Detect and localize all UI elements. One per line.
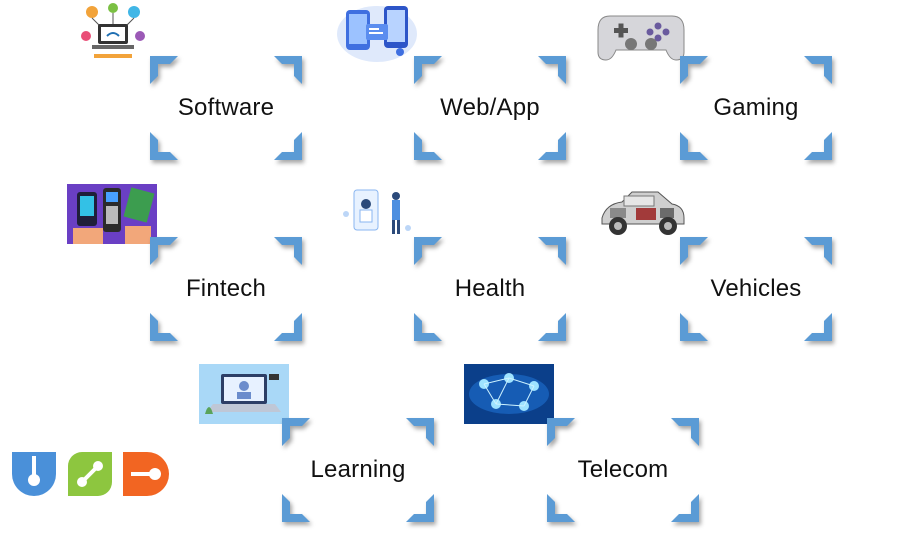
logo-blue-shield-icon (10, 450, 58, 498)
bracket-corner-icon (680, 311, 710, 341)
bracket-corner-icon (150, 130, 180, 160)
bracket-corner-icon (282, 492, 312, 522)
car-cutaway-icon (596, 184, 688, 240)
bracket-corner-icon (414, 130, 444, 160)
category-tile-learning: Learning (282, 418, 434, 522)
bracket-corner-icon (547, 492, 577, 522)
tile-label: Telecom (577, 456, 669, 483)
bracket-corner-icon (272, 311, 302, 341)
tile-label: Health (454, 275, 526, 302)
logo-orange-shape-icon (121, 450, 171, 498)
bracket-corner-icon (669, 418, 699, 448)
bracket-corner-icon (272, 237, 302, 267)
bracket-corner-icon (404, 492, 434, 522)
bracket-corner-icon (680, 130, 710, 160)
category-tile-telecom: Telecom (547, 418, 699, 522)
bracket-corner-icon (404, 418, 434, 448)
bracket-corner-icon (414, 56, 444, 86)
bracket-corner-icon (536, 130, 566, 160)
category-tile-health: Health (414, 237, 566, 341)
online-learning-icon (199, 364, 289, 424)
network-globe-icon (464, 364, 554, 424)
bracket-corner-icon (680, 56, 710, 86)
bracket-corner-icon (272, 56, 302, 86)
bracket-corner-icon (150, 311, 180, 341)
tile-label: Fintech (185, 275, 267, 302)
tile-label: Software (177, 94, 275, 121)
bracket-corner-icon (802, 56, 832, 86)
logo-green-leaf-icon (66, 450, 114, 498)
bracket-corner-icon (802, 130, 832, 160)
bracket-corner-icon (680, 237, 710, 267)
tile-label: Learning (310, 456, 406, 483)
bracket-corner-icon (282, 418, 312, 448)
tile-label: Gaming (713, 94, 799, 121)
category-tile-web-app: Web/App (414, 56, 566, 160)
bracket-corner-icon (536, 56, 566, 86)
bracket-corner-icon (150, 56, 180, 86)
category-tile-fintech: Fintech (150, 237, 302, 341)
bracket-corner-icon (536, 237, 566, 267)
tile-label: Web/App (440, 94, 540, 121)
category-tile-vehicles: Vehicles (680, 237, 832, 341)
bracket-corner-icon (802, 311, 832, 341)
mobile-app-icon (336, 2, 418, 62)
laptop-network-icon (80, 2, 146, 62)
category-tile-gaming: Gaming (680, 56, 832, 160)
tile-label: Vehicles (710, 275, 802, 302)
bracket-corner-icon (669, 492, 699, 522)
bracket-corner-icon (414, 311, 444, 341)
bracket-corner-icon (536, 311, 566, 341)
bracket-corner-icon (547, 418, 577, 448)
game-controller-icon (596, 2, 686, 62)
telemedicine-icon (340, 184, 414, 244)
bracket-corner-icon (150, 237, 180, 267)
bracket-corner-icon (802, 237, 832, 267)
bracket-corner-icon (272, 130, 302, 160)
category-tile-software: Software (150, 56, 302, 160)
payment-terminal-icon (67, 184, 157, 244)
bracket-corner-icon (414, 237, 444, 267)
